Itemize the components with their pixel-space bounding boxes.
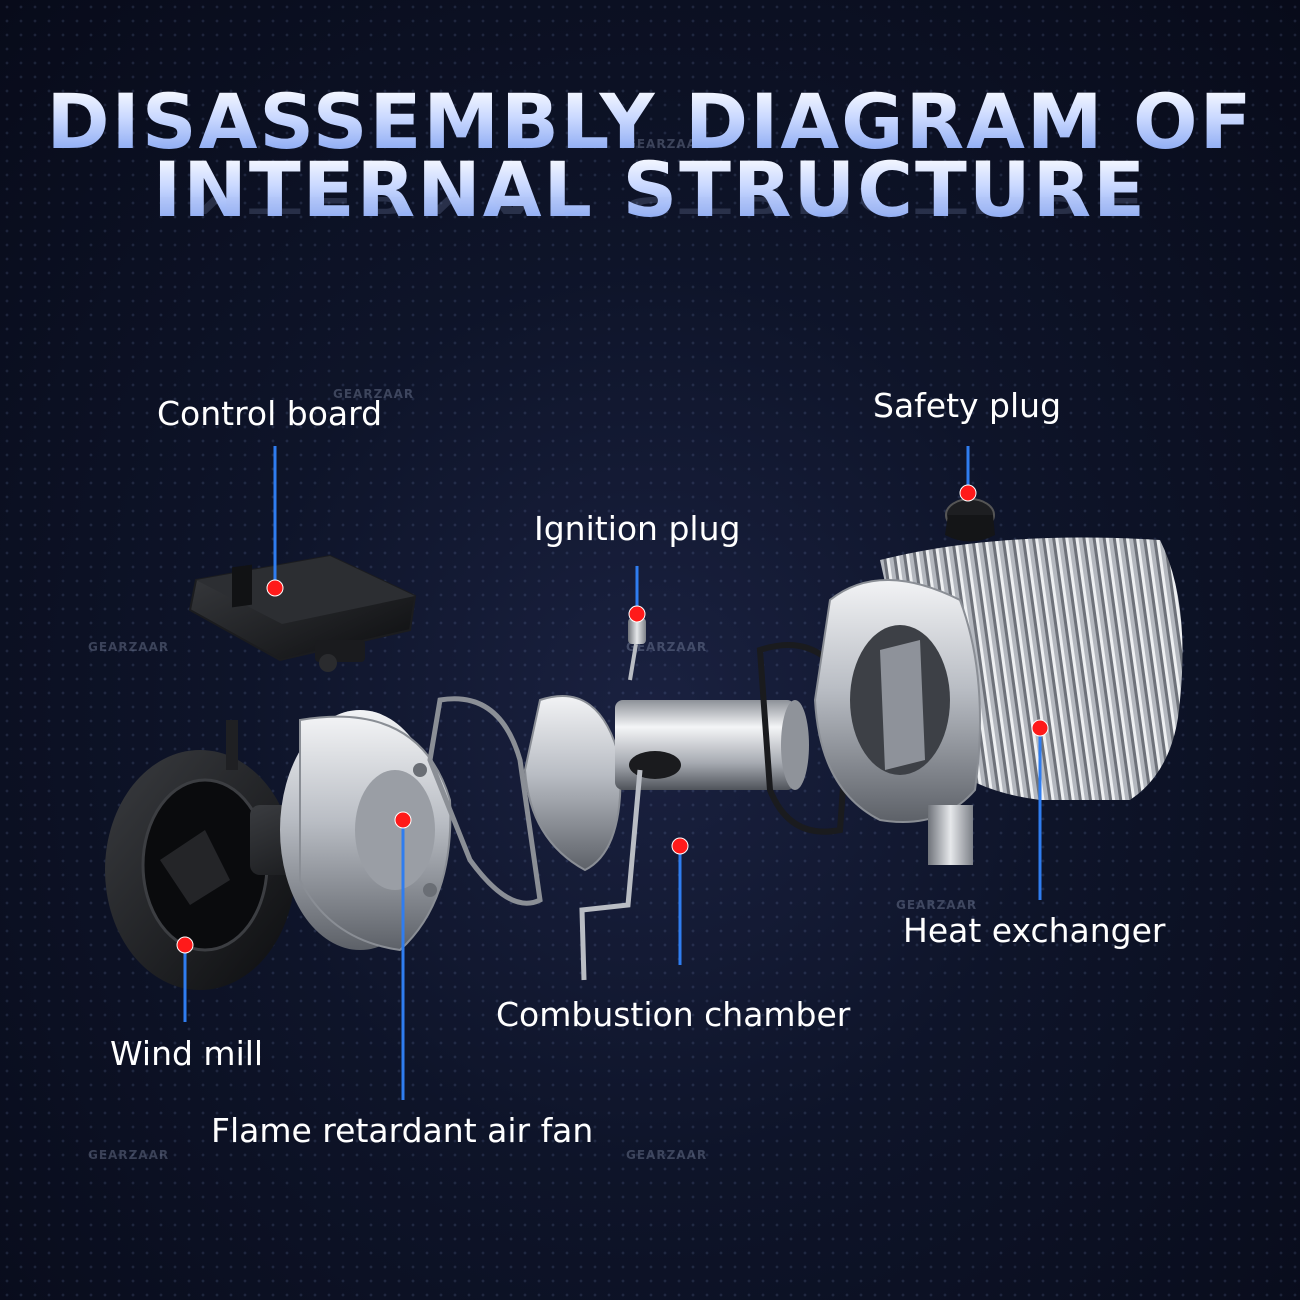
markers — [176, 484, 1049, 954]
title-line-1: DISASSEMBLY DIAGRAM OF — [0, 84, 1300, 160]
label-flame-retardant-air-fan: Flame retardant air fan — [211, 1111, 594, 1150]
label-heat-exchanger: Heat exchanger — [903, 911, 1166, 950]
title-line-2: INTERNAL STRUCTURE — [0, 152, 1300, 228]
watermark: GEARZAAR — [88, 1148, 170, 1162]
label-combustion-chamber: Combustion chamber — [496, 995, 851, 1034]
label-ignition-plug: Ignition plug — [534, 509, 741, 548]
watermark: GEARZAAR — [88, 640, 170, 654]
marker-combustion-chamber — [671, 837, 689, 855]
heat-exchanger-part — [813, 537, 1183, 865]
label-wind-mill: Wind mill — [110, 1034, 264, 1073]
combustion-chamber-part — [523, 695, 809, 981]
ignition-plug-part — [628, 618, 646, 681]
air-fan-housing-part — [280, 710, 452, 952]
marker-wind-mill — [176, 936, 194, 954]
marker-safety-plug — [959, 484, 977, 502]
watermark: GEARZAAR — [333, 387, 415, 401]
safety-plug-part — [945, 498, 995, 542]
watermark: GEARZAAR — [896, 898, 978, 912]
marker-control-board — [266, 579, 284, 597]
watermark: GEARZAAR — [626, 1148, 708, 1162]
marker-heat-exchanger — [1031, 719, 1049, 737]
watermark: GEARZAAR — [626, 137, 707, 151]
marker-air-fan — [394, 811, 412, 829]
label-control-board: Control board — [157, 394, 383, 433]
watermark: GEARZAAR — [626, 640, 708, 654]
gasket-part — [427, 696, 543, 906]
control-board-part — [188, 554, 417, 672]
marker-ignition-plug — [628, 605, 646, 623]
label-safety-plug: Safety plug — [873, 386, 1062, 425]
